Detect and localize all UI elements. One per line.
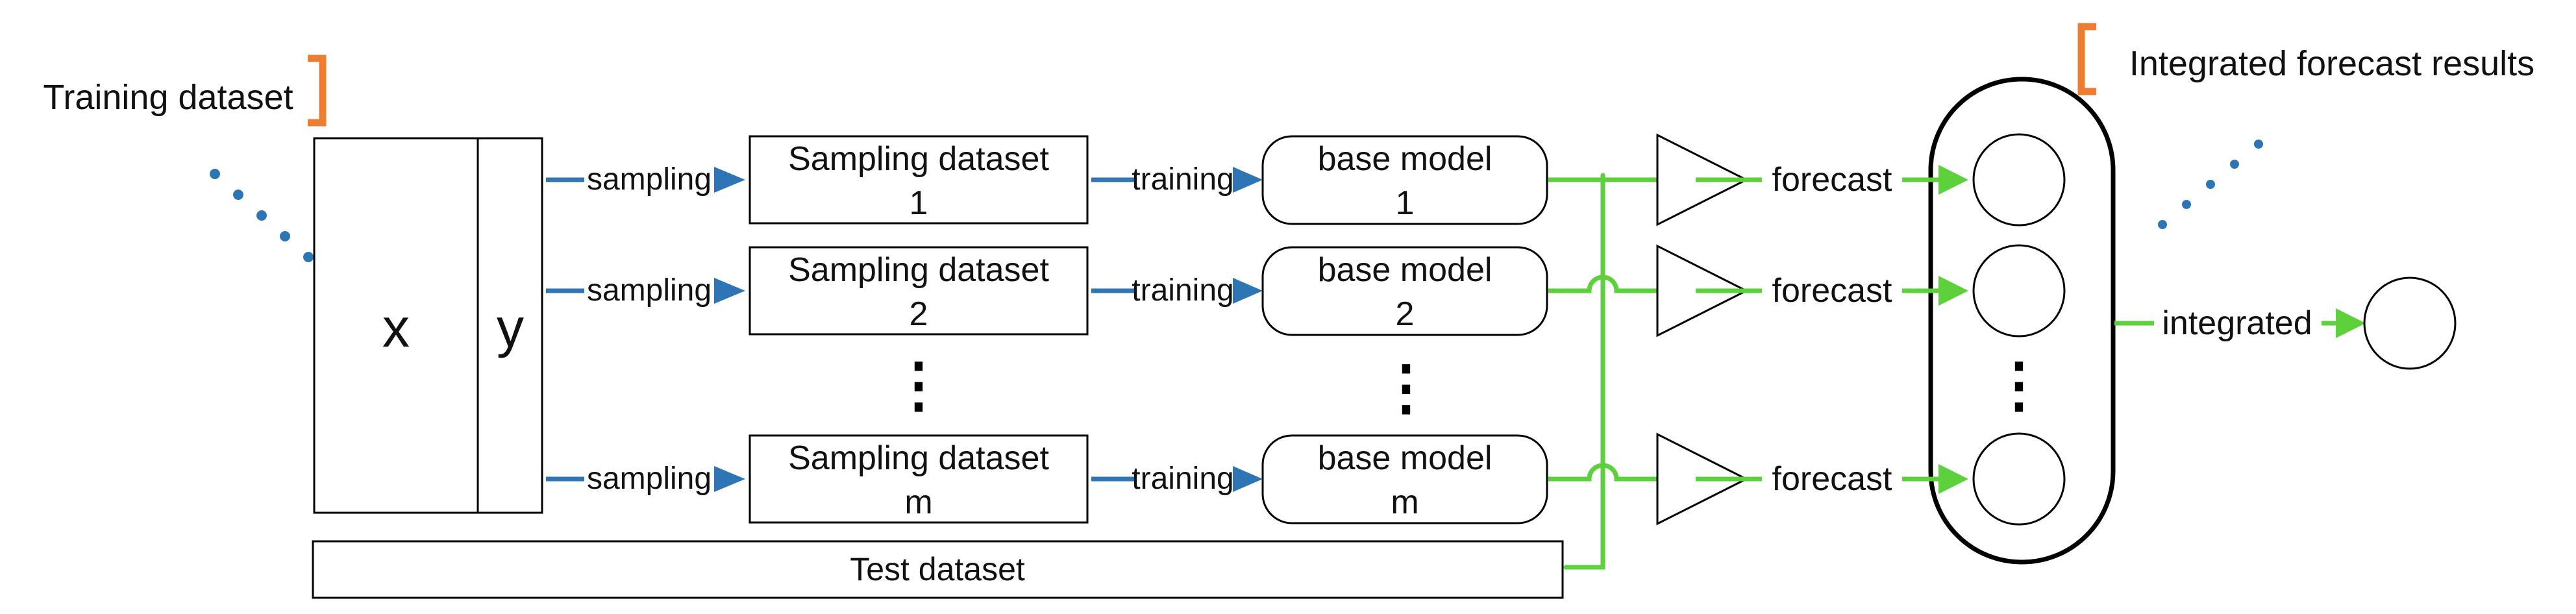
training-arrow-lines	[1091, 177, 1135, 482]
dots-right-icon	[2158, 140, 2263, 229]
training-label-2: training	[1132, 273, 1234, 308]
sampling-dataset-index-m: m	[904, 484, 933, 521]
base-model-label-2: base model	[1317, 251, 1492, 289]
base-model-box-1	[1261, 135, 1548, 225]
training-arrowheads	[1233, 167, 1263, 492]
base-model-index-2: 2	[1395, 295, 1415, 333]
integrated-label: integrated	[2162, 304, 2312, 342]
forecast-label-2: forecast	[1772, 272, 1892, 310]
training-label-m: training	[1132, 461, 1234, 496]
sampling-dataset-box-1	[749, 135, 1089, 225]
open-bracket-icon	[2077, 23, 2096, 95]
sampling-dataset-label-m: Sampling dataset	[788, 439, 1049, 477]
sampling-arrow-lines	[546, 177, 584, 482]
sampling-dataset-box-m	[749, 434, 1089, 524]
test-dataset-bus-line	[1563, 173, 1605, 570]
sampling-dataset-box-2	[749, 246, 1089, 336]
close-bracket-icon	[308, 55, 327, 127]
sampling-label-2: sampling	[586, 273, 712, 308]
base-model-label-1: base model	[1317, 140, 1492, 178]
training-label-1: training	[1132, 162, 1234, 197]
forecast-label-1: forecast	[1772, 161, 1892, 199]
base-model-box-2	[1261, 246, 1548, 336]
test-dataset-label: Test dataset	[850, 551, 1025, 587]
x-column-label: x	[382, 297, 410, 358]
forecast-circle-1	[1972, 133, 2066, 227]
integrated-arrowhead	[2336, 308, 2366, 338]
training-dataset-label: Training dataset	[43, 78, 293, 117]
triangle-output-lines	[1696, 177, 1762, 482]
base-model-box-m	[1261, 434, 1548, 524]
sampling-ellipsis: ⋮	[889, 352, 948, 418]
sampling-dataset-index-2: 2	[909, 295, 928, 333]
forecast-label-m: forecast	[1772, 460, 1892, 498]
base-model-index-1: 1	[1395, 184, 1415, 222]
sampling-label-1: sampling	[586, 162, 712, 197]
test-dataset-box	[312, 540, 1564, 599]
result-circle	[2363, 276, 2457, 370]
forecast-circle-m	[1972, 432, 2066, 526]
sampling-dataset-label-2: Sampling dataset	[788, 251, 1049, 289]
integrated-results-label: Integrated forecast results	[2129, 44, 2535, 83]
xy-box	[313, 137, 543, 514]
y-column-label: y	[497, 297, 524, 358]
base-model-label-m: base model	[1317, 439, 1492, 477]
forecast-circle-2	[1972, 244, 2066, 338]
sampling-dataset-index-1: 1	[909, 184, 928, 222]
capsule-ellipsis: ⋮	[1989, 352, 2049, 418]
model-ellipsis: ⋮	[1376, 354, 1436, 421]
sampling-label-m: sampling	[586, 461, 712, 496]
sampling-dataset-label-1: Sampling dataset	[788, 140, 1049, 178]
forecast-arrow-lines	[1902, 177, 1941, 482]
dots-left-icon	[210, 169, 314, 262]
base-model-index-m: m	[1391, 484, 1419, 521]
forecast-arrowheads	[1938, 165, 1968, 494]
sampling-arrowheads	[714, 167, 745, 492]
